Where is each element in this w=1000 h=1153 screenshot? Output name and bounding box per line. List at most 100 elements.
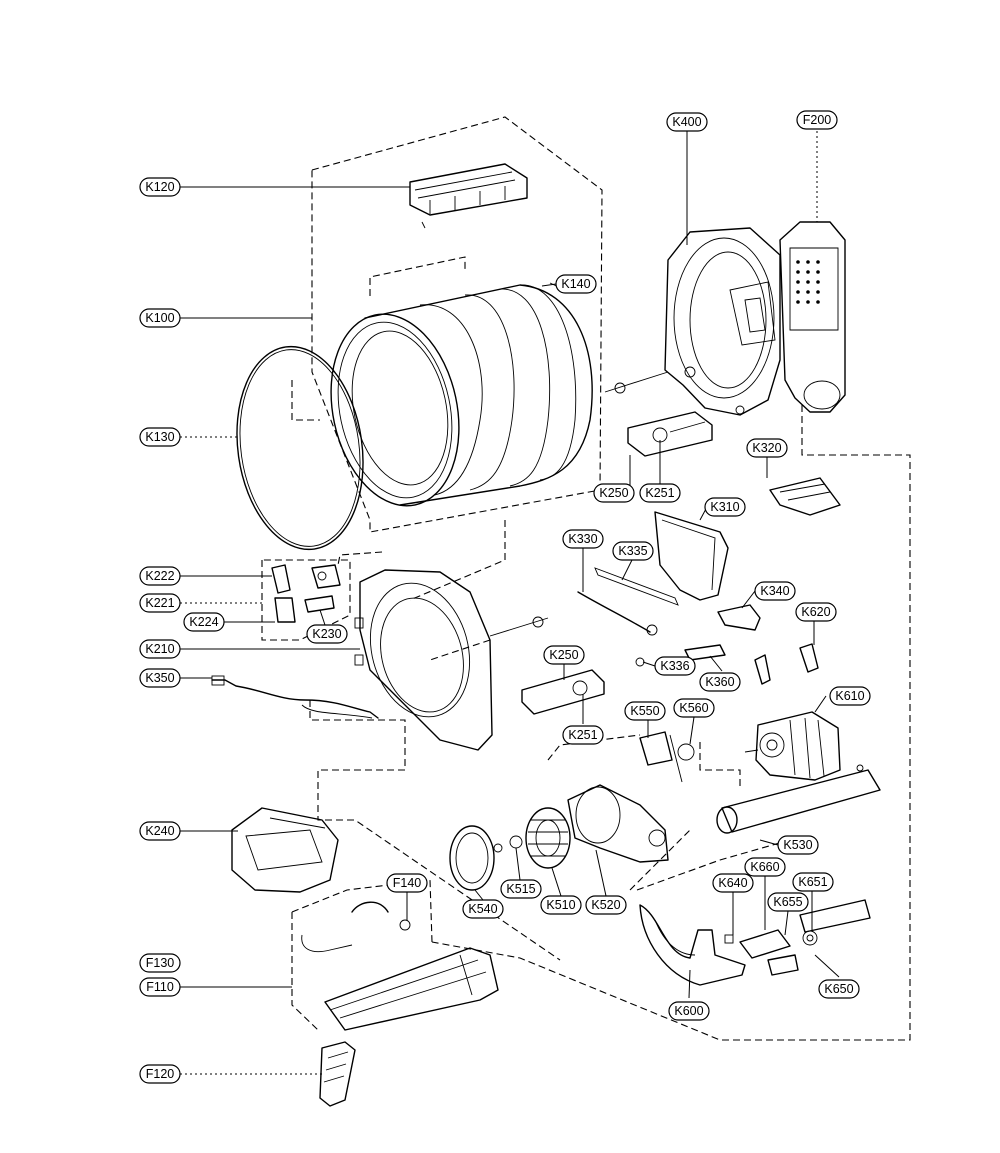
label-K600: K600 (668, 1001, 710, 1021)
label-text: K651 (798, 875, 827, 889)
label-text: K222 (145, 569, 174, 583)
label-text: K640 (718, 876, 747, 890)
label-text: F110 (146, 980, 174, 994)
label-text: K655 (773, 895, 802, 909)
label-text: K320 (752, 441, 781, 455)
label-text: K610 (835, 689, 864, 703)
label-text: K230 (312, 627, 341, 641)
label-K230: K230 (306, 624, 348, 644)
label-K336: K336 (654, 656, 696, 676)
label-K240: K240 (139, 821, 181, 841)
control-button-grid (796, 260, 820, 304)
blower-gasket-part (449, 825, 495, 891)
label-K350: K350 (139, 668, 181, 688)
label-K540: K540 (462, 899, 504, 919)
leader-lines (180, 131, 840, 1075)
exhaust-tube-part (716, 764, 881, 834)
motor-mount-part (639, 904, 746, 986)
label-text: K210 (145, 642, 174, 656)
label-text: K560 (679, 701, 708, 715)
label-text: K221 (145, 596, 174, 610)
label-K515: K515 (500, 879, 542, 899)
label-F110: F110 (139, 977, 181, 997)
label-text: K330 (568, 532, 597, 546)
label-text: K120 (145, 180, 174, 194)
label-text: K140 (561, 277, 590, 291)
label-K310: K310 (704, 497, 746, 517)
label-K250-front: K250 (543, 645, 585, 665)
label-K610: K610 (829, 686, 871, 706)
label-K655: K655 (767, 892, 809, 912)
drum-baffle-part (409, 163, 528, 229)
label-text: K510 (546, 898, 575, 912)
support-part-k330-k335 (577, 567, 679, 636)
label-K320: K320 (746, 438, 788, 458)
label-text: K250 (549, 648, 578, 662)
label-K140: K140 (555, 274, 597, 294)
label-K360: K360 (699, 672, 741, 692)
label-text: K540 (468, 902, 497, 916)
label-K100: K100 (139, 308, 181, 328)
label-text: K251 (568, 728, 597, 742)
label-text: K310 (710, 500, 739, 514)
switch-assembly-part (271, 564, 341, 623)
label-K651: K651 (792, 872, 834, 892)
label-text: K336 (660, 659, 689, 673)
label-K120: K120 (139, 177, 181, 197)
label-K550: K550 (624, 701, 666, 721)
label-K221: K221 (139, 593, 181, 613)
label-text: K600 (674, 1004, 703, 1018)
label-K222: K222 (139, 566, 181, 586)
label-K340: K340 (754, 581, 796, 601)
label-text: F130 (146, 956, 175, 970)
duct-part-k310 (654, 511, 729, 601)
label-text: K515 (506, 882, 535, 896)
label-K330: K330 (562, 529, 604, 549)
duct-bracket-part-f120 (319, 1041, 356, 1107)
label-text: F120 (146, 1067, 175, 1081)
label-text: K240 (145, 824, 174, 838)
drive-motor-part (744, 711, 841, 781)
blower-washer-part (493, 835, 523, 853)
label-text: F200 (803, 113, 832, 127)
label-text: K251 (645, 486, 674, 500)
motor-bracket-part-k550 (639, 731, 695, 783)
label-F140: F140 (386, 873, 428, 893)
label-K510: K510 (540, 895, 582, 915)
heater-duct-part (324, 947, 499, 1031)
label-K520: K520 (585, 895, 627, 915)
label-text: K340 (760, 584, 789, 598)
label-K560: K560 (673, 698, 715, 718)
label-K620: K620 (795, 602, 837, 622)
assembly-outlines (261, 116, 911, 1041)
heater-part-k320 (769, 477, 841, 516)
label-text: K520 (591, 898, 620, 912)
label-K250-rear: K250 (593, 483, 635, 503)
front-bulkhead-part (354, 569, 493, 751)
label-text: K100 (145, 311, 174, 325)
label-text: K530 (783, 838, 812, 852)
label-F200: F200 (796, 110, 838, 130)
label-text: K224 (189, 615, 218, 629)
rear-bearing-part (604, 371, 713, 457)
label-text: K130 (145, 430, 174, 444)
front-shaft-part (489, 616, 605, 715)
drum-part (330, 282, 593, 507)
idler-pulley-assembly-part (739, 899, 871, 976)
power-cord-part (211, 675, 379, 719)
lint-housing-part (231, 807, 339, 893)
front-control-part (779, 221, 846, 413)
label-text: F140 (393, 876, 422, 890)
label-text: K335 (618, 544, 647, 558)
label-text: K400 (672, 115, 701, 129)
motor-clip-k620 (754, 643, 819, 685)
label-text: K620 (801, 605, 830, 619)
sensor-part-k230 (304, 595, 335, 613)
label-F120: F120 (139, 1064, 181, 1084)
label-K400: K400 (666, 112, 708, 132)
label-K130: K130 (139, 427, 181, 447)
label-K650: K650 (818, 979, 860, 999)
label-K251-rear: K251 (639, 483, 681, 503)
drum-belt-part (236, 345, 364, 551)
